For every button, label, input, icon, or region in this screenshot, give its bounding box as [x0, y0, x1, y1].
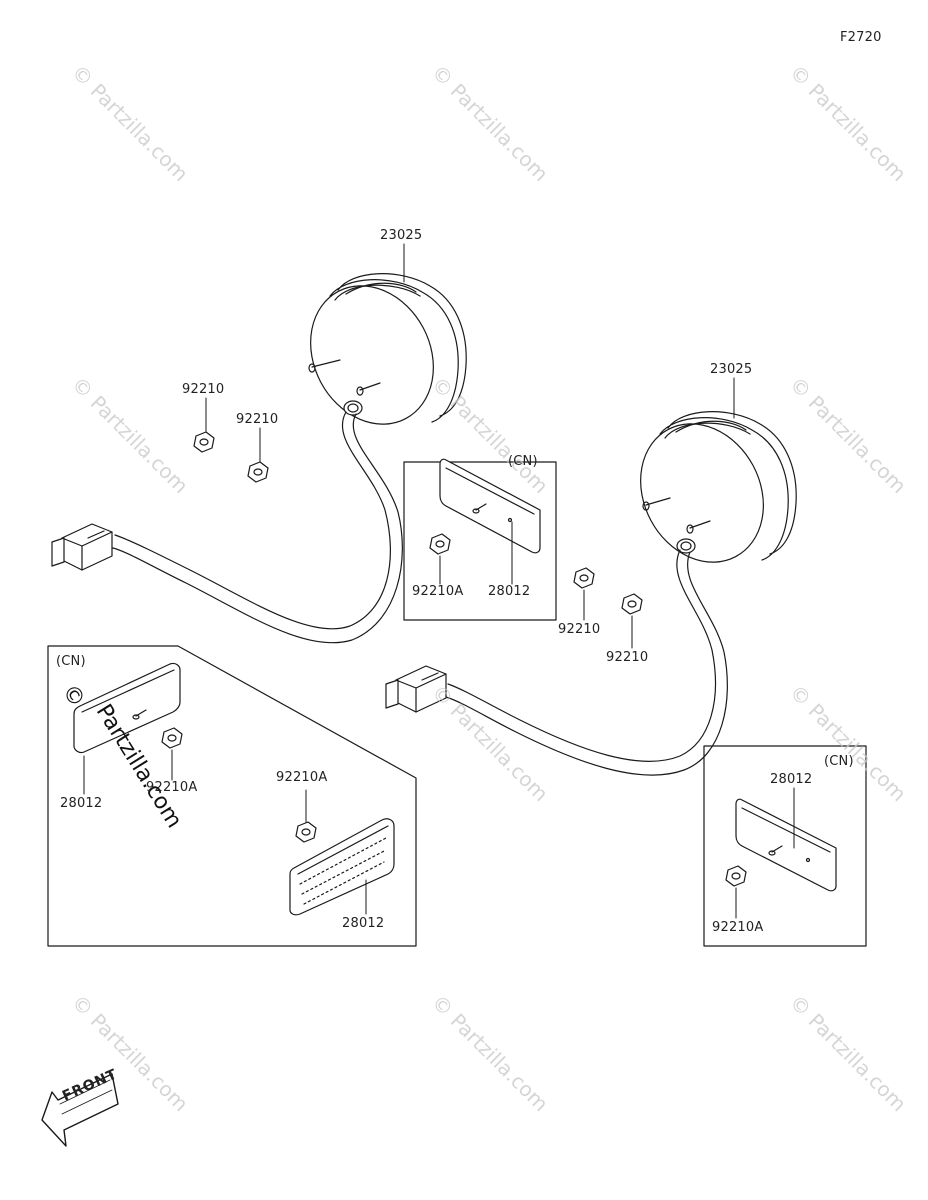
wire-left	[112, 411, 403, 644]
variant-label-cn-center: (CN)	[508, 454, 538, 469]
figure-code: F2720	[840, 30, 882, 45]
part-label-92210A-br: 92210A	[712, 920, 764, 935]
part-label-28012-bl-small: 28012	[60, 796, 103, 811]
part-label-92210-a: 92210	[182, 382, 225, 397]
front-arrow-icon	[41, 1073, 119, 1147]
nut-right-1	[573, 567, 595, 589]
leader-lines	[83, 243, 795, 919]
nut-left-1	[193, 431, 215, 453]
part-label-28012-bl-big: 28012	[342, 916, 385, 931]
wire-right	[445, 549, 728, 776]
part-label-23025-right: 23025	[710, 362, 753, 377]
nut-bl-small	[161, 727, 183, 749]
box-cn-bottom-right	[703, 745, 867, 947]
reflector-center	[439, 458, 541, 554]
nut-right-2	[621, 593, 643, 615]
connector-left	[51, 523, 113, 571]
part-label-28012-center: 28012	[488, 584, 531, 599]
part-label-23025-left: 23025	[380, 228, 423, 243]
box-cn-center	[403, 461, 557, 621]
nut-left-2	[247, 461, 269, 483]
nut-br	[725, 865, 747, 887]
reflector-bl-small	[73, 662, 181, 754]
part-label-92210-d: 92210	[606, 650, 649, 665]
part-label-92210A-bl-small: 92210A	[146, 780, 198, 795]
variant-label-cn-bottom-right: (CN)	[824, 754, 854, 769]
part-label-92210A-bl-big: 92210A	[276, 770, 328, 785]
part-label-92210A-center: 92210A	[412, 584, 464, 599]
reflector-br	[735, 798, 837, 892]
variant-label-cn-bottom-left: (CN)	[56, 654, 86, 669]
connector-right	[385, 665, 447, 713]
lamp-right	[640, 411, 797, 563]
nut-center	[429, 533, 451, 555]
part-label-92210-c: 92210	[558, 622, 601, 637]
box-cn-bottom-left	[47, 645, 417, 947]
lamp-left	[308, 273, 467, 425]
part-label-28012-br: 28012	[770, 772, 813, 787]
nut-bl-big	[295, 821, 317, 843]
reflector-bl-big	[289, 818, 395, 916]
part-label-92210-b: 92210	[236, 412, 279, 427]
